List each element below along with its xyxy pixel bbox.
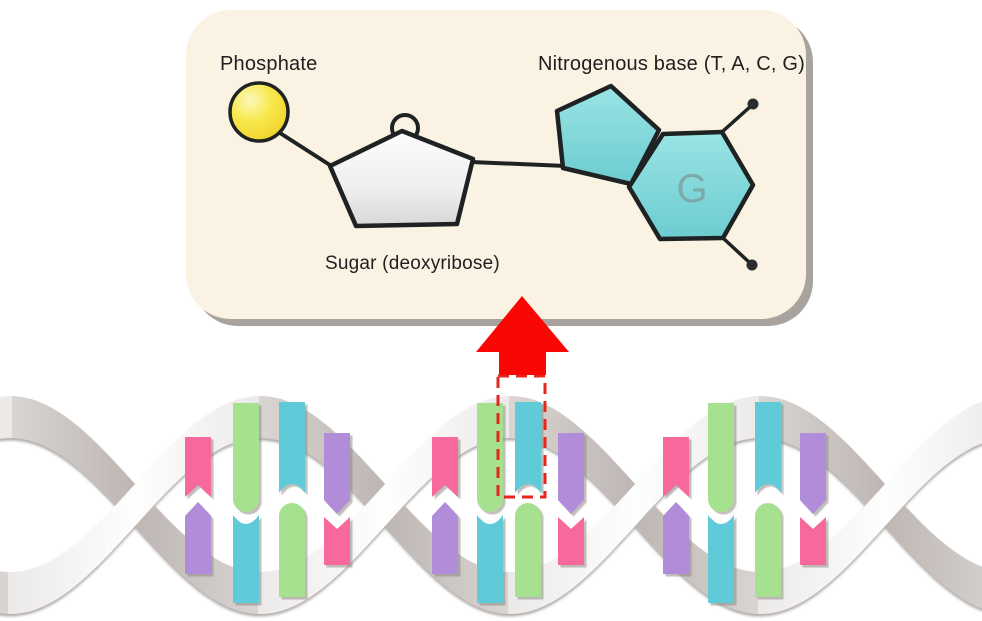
nitrogenous-base-label: Nitrogenous base (T, A, C, G) <box>538 53 806 75</box>
base-pair-top-half <box>800 433 826 514</box>
selection-dashed-box <box>496 374 547 499</box>
base-pair-bottom-half <box>432 502 458 574</box>
base-pair-bottom-half <box>800 517 826 565</box>
bond-dot-top <box>747 98 759 110</box>
bond-dot-bottom <box>746 259 758 271</box>
guanine-letter: G <box>676 167 707 211</box>
base-pair-top-half <box>477 403 503 512</box>
base-pair-bottom-half <box>663 502 689 574</box>
helix-ribbon-segment <box>883 481 982 609</box>
base-pair-bottom-half <box>279 503 305 597</box>
helix-ribbon-segment <box>258 396 384 525</box>
helix-ribbon-segment <box>883 401 982 529</box>
helix-ribbon-segment <box>0 396 12 439</box>
phosphate-sugar-bond <box>278 131 335 169</box>
helix-ribbon-segment <box>8 485 134 614</box>
up-arrow <box>476 296 569 375</box>
zoom-pointer <box>476 296 569 499</box>
base-pair-top-half <box>515 402 541 493</box>
sugar-pentagon <box>327 128 476 229</box>
base-pair-bottom-half <box>755 503 781 597</box>
base-pair-top-half <box>185 437 211 497</box>
base-pair-bottom-half <box>233 515 259 603</box>
phosphate-label: Phosphate <box>220 53 318 75</box>
base-pair-bottom-half <box>185 502 211 574</box>
base-pair-bottom-half <box>515 503 541 597</box>
base-pair-bottom-half <box>558 517 584 565</box>
base-pair-top-half <box>558 433 584 514</box>
helix-ribbon-segment <box>258 485 384 614</box>
base-pair-top-half <box>755 402 781 493</box>
base-pair-bottom-half <box>324 517 350 565</box>
base-pair-top-half <box>324 433 350 514</box>
base-bond-stub-top <box>720 104 753 134</box>
base-pair-top-half <box>708 403 734 512</box>
base-pair-bottom-half <box>708 515 734 603</box>
base-pentagon <box>554 83 662 187</box>
base-hexagon <box>626 129 756 242</box>
sugar-label: Sugar (deoxyribose) <box>325 253 500 274</box>
base-bond-stub-bottom <box>721 236 752 265</box>
nucleotide-molecule: G <box>228 81 759 271</box>
base-pair-top-half <box>663 437 689 497</box>
base-pair-top-half <box>233 403 259 512</box>
base-pair-top-half <box>279 402 305 493</box>
sugar-base-bond <box>470 160 567 168</box>
base-pair-bottom-half <box>477 515 503 603</box>
base-pair-top-half <box>432 437 458 497</box>
phosphate-ball <box>228 81 290 143</box>
helix-ribbon-segment <box>8 396 134 525</box>
base-pair-rungs <box>185 402 826 603</box>
